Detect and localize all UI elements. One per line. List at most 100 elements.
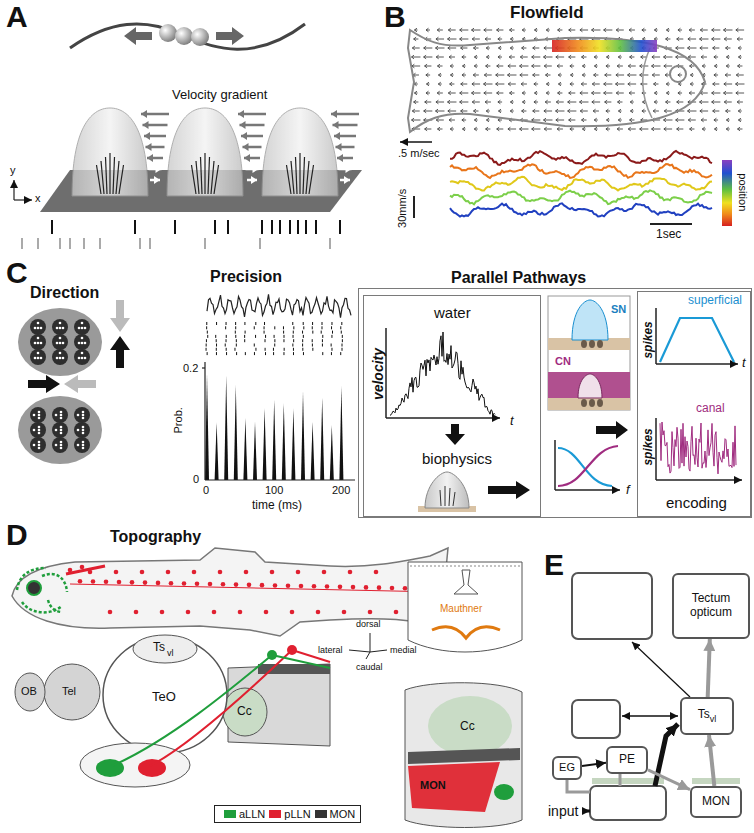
flowfield-arrows <box>436 118 439 122</box>
hair-cells <box>52 349 68 365</box>
velocity-traces <box>450 190 712 204</box>
spike-raster <box>134 220 136 234</box>
spike-raster <box>329 238 331 249</box>
hair-cells <box>52 319 68 335</box>
hair-cells <box>81 322 84 325</box>
flowfield-arrows <box>449 55 452 59</box>
precision-plot <box>322 339 323 342</box>
hair-cells <box>40 357 43 360</box>
flowfield-arrows <box>497 64 500 68</box>
flowfield-arrows <box>700 39 709 40</box>
fish-outline <box>27 581 41 595</box>
flowfield-arrows <box>700 102 709 103</box>
precision-plot <box>293 352 294 355</box>
inset-image <box>548 372 630 398</box>
neuromast-dots <box>68 568 73 573</box>
node-text: MON <box>702 794 730 808</box>
flowfield-arrows <box>592 100 595 104</box>
precision-plot <box>264 331 265 334</box>
flowfield-arrows <box>461 109 464 113</box>
flowfield-arrows <box>604 82 607 86</box>
flowfield-arrows <box>715 127 718 131</box>
flowfield-arrows <box>486 55 489 59</box>
flowfield-arrows <box>448 109 451 113</box>
flowfield-arrows <box>498 109 501 113</box>
flowfield-arrows <box>412 118 415 122</box>
velocity-arrows <box>244 154 250 162</box>
hair-cells <box>82 441 85 444</box>
stimulus-frame: watervelocitytbiophysics <box>363 295 541 517</box>
precision-plot <box>206 344 207 347</box>
text-wrap: Tectum opticum <box>676 592 746 620</box>
flowfield-arrows <box>544 127 547 131</box>
flowfield-arrows <box>724 37 727 41</box>
precision-plot <box>205 294 351 480</box>
precision-plot <box>302 344 303 347</box>
circuit-wires <box>567 780 590 792</box>
neuromast-dots <box>296 570 301 575</box>
inset-image <box>548 296 630 410</box>
flowfield-arrows <box>486 64 489 68</box>
neuromast-dots <box>342 610 347 615</box>
velocity-arrows <box>240 121 246 129</box>
flowfield-arrows <box>522 109 525 113</box>
velocity-arrows <box>334 132 340 140</box>
neuromast-dots <box>169 581 174 586</box>
neuromast-dots <box>143 580 148 585</box>
precision-plot <box>207 294 351 317</box>
circuit-wires <box>582 810 590 813</box>
flowfield-arrows <box>449 118 452 122</box>
direction-ovals <box>18 308 102 376</box>
flowfield-arrows <box>726 46 729 50</box>
flowfield-arrows <box>642 28 645 32</box>
brain-dorsal <box>44 664 100 720</box>
precision-plot <box>265 348 266 351</box>
precision-plot <box>292 322 293 325</box>
precision-plot <box>312 331 313 334</box>
precision-plot <box>331 322 332 325</box>
neuromast-dots <box>312 584 317 589</box>
histogram-axes <box>202 362 355 480</box>
flowfield-arrows <box>700 100 703 104</box>
precision-plot <box>293 326 294 329</box>
velocity-axes <box>386 417 500 419</box>
node-text: superficial <box>688 294 742 308</box>
hair-cells <box>82 432 85 435</box>
flowfield-arrows <box>532 57 541 58</box>
section-top <box>410 566 520 567</box>
flowfield-arrows <box>630 118 633 122</box>
precision-plot <box>215 422 219 480</box>
neuromast-dots <box>338 585 343 590</box>
legend: aLLNpLLNMON <box>214 805 361 823</box>
cupula-domes <box>119 165 124 194</box>
direction-arrows <box>28 300 130 393</box>
text-wrap: PE <box>619 753 635 767</box>
scale-label: .5 m/sec <box>398 147 440 160</box>
flowfield-arrows <box>510 100 512 104</box>
flowfield-arrows <box>508 73 511 77</box>
flowfield-arrows <box>665 73 668 77</box>
flowfield-arrows <box>689 91 692 95</box>
flowfield-arrows <box>594 118 597 122</box>
precision-plot <box>342 348 343 351</box>
scale-bars <box>650 223 692 225</box>
flowfield-arrows <box>520 129 529 130</box>
neuromast-dots <box>186 610 191 615</box>
flowfield-arrows <box>425 100 428 104</box>
flowfield-arrows <box>557 127 560 131</box>
connector <box>582 763 606 766</box>
flowfield-arrows <box>412 57 421 58</box>
flowfield-arrows <box>448 100 451 104</box>
flowfield-arrows <box>520 73 523 77</box>
tick-label: 100 <box>265 484 283 497</box>
cupula-domes <box>201 157 203 194</box>
flowfield-arrows <box>472 30 481 31</box>
wave-illustration <box>70 24 305 49</box>
flowfield-arrows <box>738 109 741 113</box>
precision-plot <box>322 322 323 325</box>
neuromast-dots <box>108 610 113 615</box>
hair-cells <box>34 357 37 360</box>
flowfield-arrows <box>556 109 559 113</box>
hair-cells <box>60 441 63 444</box>
flowfield-arrows <box>436 46 439 50</box>
